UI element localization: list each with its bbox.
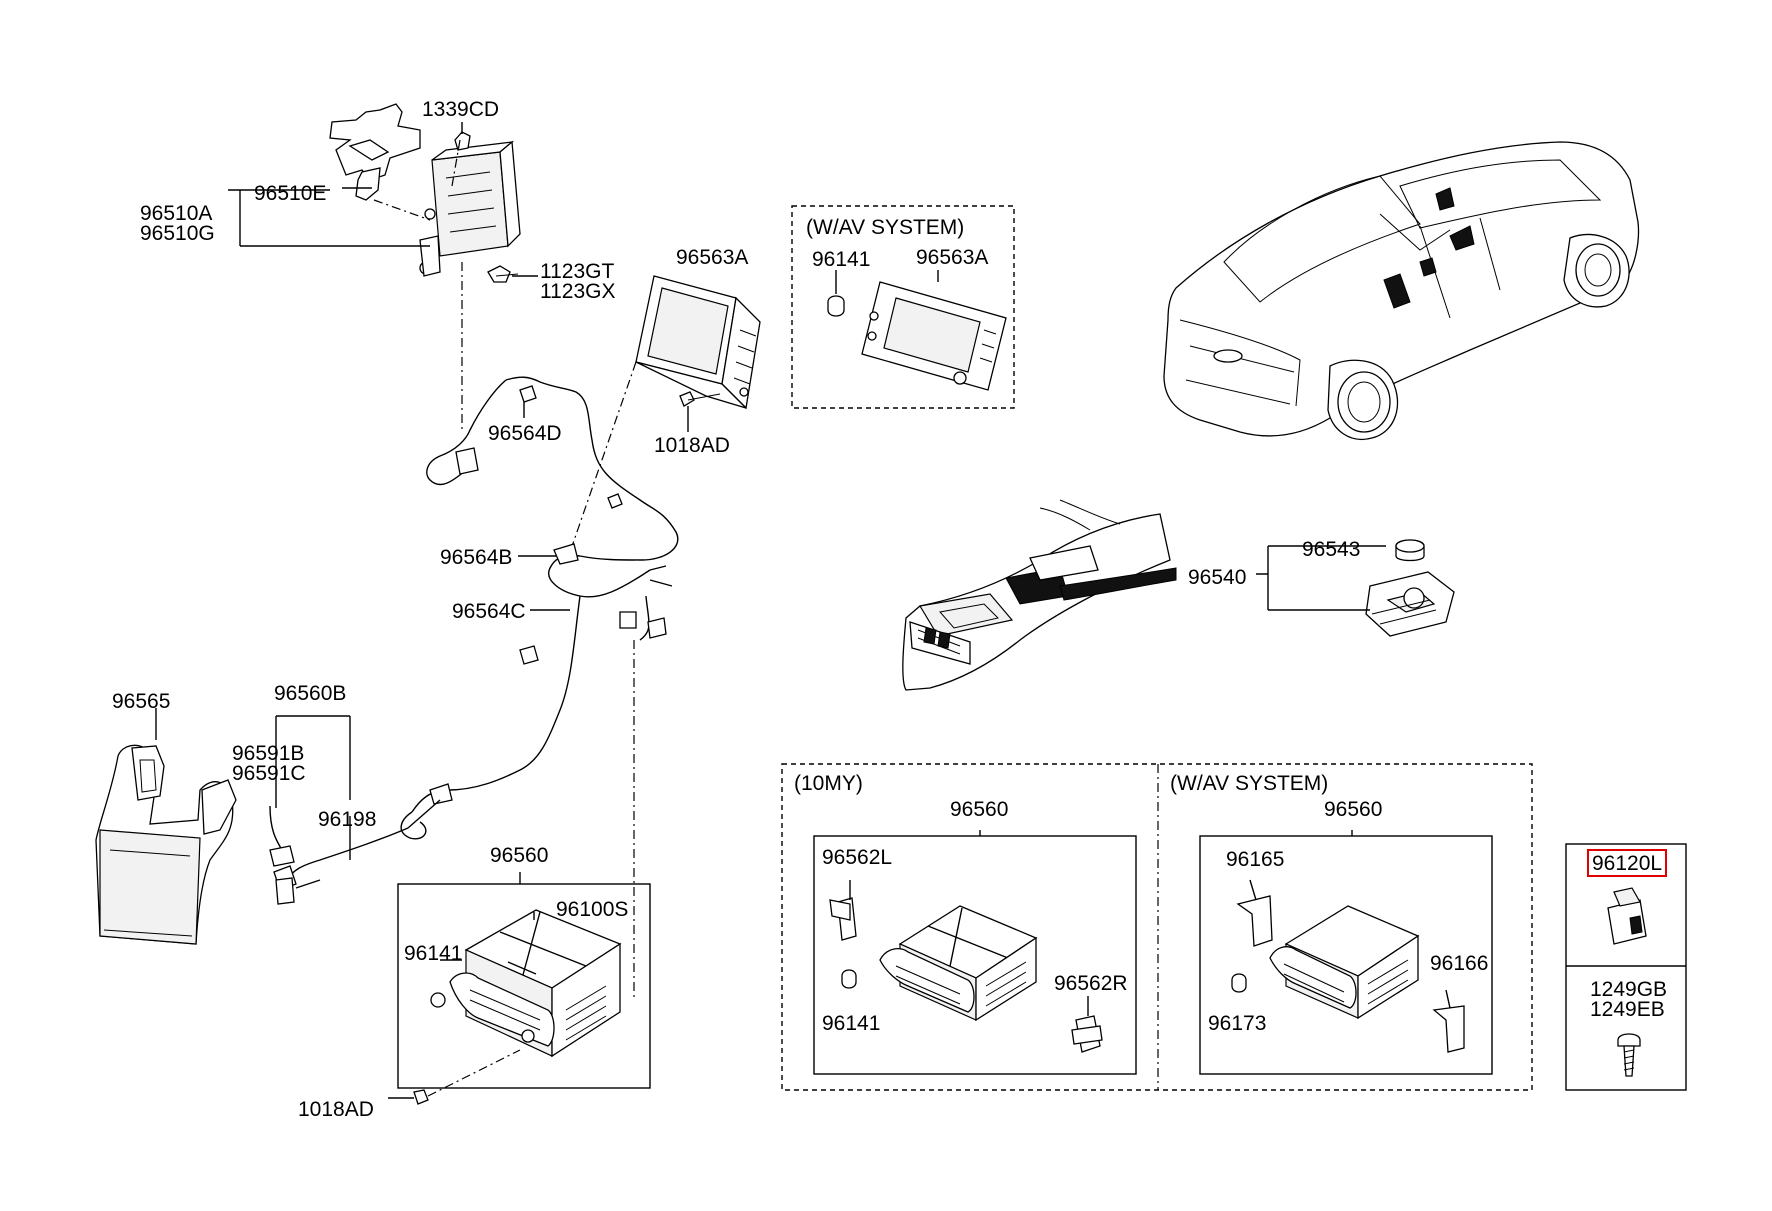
label-96510a: 96510A: [140, 202, 212, 225]
label-96560b: 96560B: [274, 682, 346, 705]
controller-leaders: [1256, 545, 1386, 611]
screw-1018ad-top: [679, 391, 721, 432]
label-96591b: 96591B: [232, 742, 304, 765]
label-1018ad-bottom: 1018AD: [298, 1098, 374, 1121]
wiring-harness: [273, 376, 679, 891]
96120l-highlight: [1587, 849, 1667, 877]
label-96560-wav: 96560: [1324, 798, 1382, 821]
label-96562l: 96562L: [822, 846, 892, 869]
amplifier-bracket-assembly: [329, 103, 521, 430]
wav-monitor-96563a: [827, 270, 1007, 391]
label-96141-10my: 96141: [822, 1012, 880, 1035]
monitor-leader-line: [569, 361, 637, 553]
headrest-monitor-96565: [95, 708, 237, 945]
screw-1249gb: [1617, 1033, 1641, 1077]
harness-leaders: [518, 402, 635, 1000]
label-96100s: 96100S: [556, 898, 628, 921]
av-controller-96540: [1365, 539, 1455, 637]
headrest-leaders: [275, 715, 351, 860]
label-96565: 96565: [112, 690, 170, 713]
wav-head-unit-box: [1199, 835, 1493, 1075]
car-illustration: [1163, 141, 1640, 440]
label-1123gx: 1123GX: [540, 280, 616, 303]
label-96563a-av: 96563A: [916, 246, 988, 269]
label-96165: 96165: [1226, 848, 1284, 871]
label-96564c: 96564C: [452, 600, 526, 623]
label-1249gb: 1249GB: [1590, 978, 1667, 1001]
label-96560-main: 96560: [490, 844, 548, 867]
label-1018ad-top: 1018AD: [654, 434, 730, 457]
antenna-module-96120l: [1607, 887, 1647, 945]
label-96540: 96540: [1188, 566, 1246, 589]
screw-1018ad-bottom: [388, 872, 521, 1105]
label-96141-av: 96141: [812, 248, 870, 271]
label-96166: 96166: [1430, 952, 1488, 975]
head-unit-variants-box: [781, 763, 1533, 1091]
label-wav-bottom: (W/AV SYSTEM): [1170, 772, 1328, 795]
label-96543: 96543: [1302, 538, 1360, 561]
label-96141-main: 96141: [404, 942, 462, 965]
label-1249eb: 1249EB: [1590, 998, 1665, 1021]
label-96562r: 96562R: [1054, 972, 1128, 995]
head-unit-96560-10my: [829, 830, 1103, 1053]
center-console: [902, 499, 1177, 691]
label-96560-10my: 96560: [950, 798, 1008, 821]
label-10my: (10MY): [794, 772, 863, 795]
label-96510g: 96510G: [140, 222, 215, 245]
label-96564b: 96564B: [440, 546, 512, 569]
monitor-96563a: [635, 275, 761, 410]
headrest-cable-96591: [269, 805, 321, 905]
label-wav-top: (W/AV SYSTEM): [806, 216, 964, 239]
label-96198: 96198: [318, 808, 376, 831]
wav-monitor-section-box: [791, 205, 1015, 409]
label-96120l: 96120L: [1592, 852, 1662, 875]
label-96563a-main: 96563A: [676, 246, 748, 269]
head-unit-box: [397, 883, 651, 1089]
label-96564d: 96564D: [488, 422, 562, 445]
label-96510e: 96510E: [254, 182, 326, 205]
96120l-part-box: [1565, 843, 1687, 1091]
10my-head-unit-box: [813, 835, 1137, 1075]
head-unit-96560-main: [430, 909, 622, 1058]
head-unit-96560-wav: [1231, 830, 1465, 1053]
label-1339cd: 1339CD: [422, 98, 499, 121]
label-1123gt: 1123GT: [540, 260, 614, 283]
amplifier-leaders: [228, 122, 538, 277]
label-96173: 96173: [1208, 1012, 1266, 1035]
label-96591c: 96591C: [232, 762, 306, 785]
